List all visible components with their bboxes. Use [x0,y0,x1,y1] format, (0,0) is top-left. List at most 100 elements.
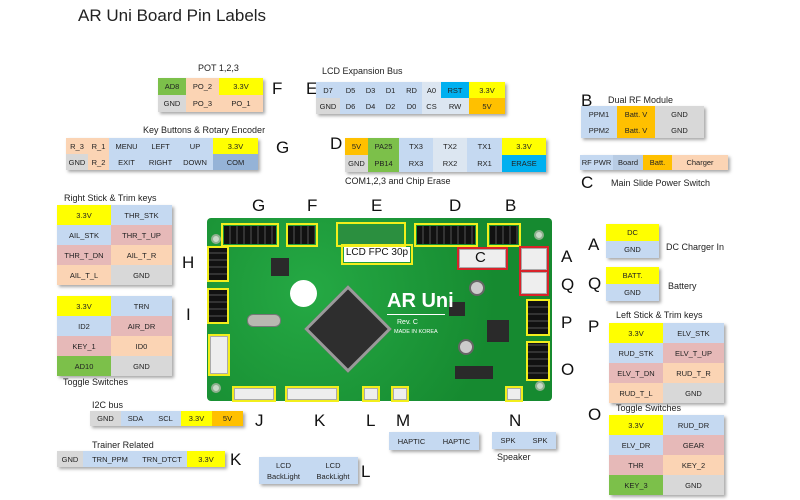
pin-label: D3 [361,82,380,98]
pin-label: THR_T_UP [111,225,172,245]
connector-letter-p: P [588,317,600,336]
pin-label: PB14 [368,155,399,172]
connector-letter-q: Q [588,274,602,293]
highlight-b [487,223,521,247]
header-p [528,301,548,334]
pin-label: RUD_DR [663,415,724,435]
highlight-n [505,386,523,402]
pin-label: D6 [340,98,361,114]
regulator [449,302,465,316]
pin-label: RUD_T_R [663,363,724,383]
pin-label: RUD_STK [609,343,663,363]
slide-switch [459,249,506,268]
pin-label: GND [111,265,172,285]
board-letter-g: G [252,196,266,215]
pin-label: TX1 [467,138,502,155]
board-letter-d: D [449,196,462,215]
pin-label: RST [441,82,469,98]
board-letter-o: O [561,360,575,379]
pin-label: GND [663,475,724,495]
pin-label: TRN_PPM [83,451,137,467]
pin-label: KEY_3 [609,475,663,495]
trainer-caption: Trainer Related [92,440,154,450]
pin-label: D1 [380,82,401,98]
pin-label: GND [158,95,186,112]
pin-label: ELV_T_DN [609,363,663,383]
pin-label: GND [655,106,704,122]
board-letter-c: C [475,249,486,266]
pin-label: 3.3V [187,451,225,467]
pin-label: 3.3V [469,82,505,98]
pin-label: GND [57,451,83,467]
highlight-d [414,223,478,247]
logo-underline [387,314,445,315]
header-f [288,226,315,244]
pin-label: EXIT [109,154,144,170]
highlight-side-connector [208,334,230,376]
pin-label: AIR_DR [111,316,172,336]
board-letter-m: M [396,411,411,430]
header-b [490,226,518,244]
rf-module-caption: Dual RF Module [608,95,674,105]
pin-label: HAPTIC [434,432,479,450]
pin-label: D4 [361,98,380,114]
pin-label: TX2 [433,138,467,155]
highlight-k [285,386,339,402]
mounting-hole [211,234,221,244]
pin-label: TRN [111,296,172,316]
pin-label: GND [316,98,340,114]
battery-caption: Battery [668,281,697,291]
pin-label: GND [606,241,659,258]
pin-label: 5V [469,98,505,114]
capacitor [458,339,474,355]
board-revision: Rev. C [397,319,418,326]
speaker-caption: Speaker [497,452,531,462]
header-e-pads [339,225,403,244]
eeprom-chip [271,258,289,276]
highlight-i [207,288,229,324]
lcd-expansion-caption: LCD Expansion Bus [322,66,403,76]
pin-label: GND [66,154,88,170]
pin-label: PO_1 [219,95,263,112]
pin-label: PPM1 [581,106,617,122]
connector-letter-a: A [588,235,600,254]
pin-row: GND [606,241,659,258]
battery-connector [521,272,547,294]
pin-label: RIGHT [144,154,177,170]
key-buttons-caption: Key Buttons & Rotary Encoder [143,125,266,135]
header-g [224,226,276,244]
pin-label: RX1 [467,155,502,172]
pin-label: RX2 [433,155,467,172]
pin-label: 3.3V [609,323,663,343]
pin-label: D0 [401,98,422,114]
highlight-fpc [341,244,413,265]
lcd-fpc-label: LCD FPC 30p [344,247,410,262]
board-white-dot [290,280,317,307]
pin-label: 3.3V [181,411,212,426]
highlight-j [232,386,276,402]
pin-label: CS [422,98,441,114]
highlight-g [221,223,279,247]
pin-label: PO_3 [186,95,219,112]
highlight-l [362,386,380,402]
pcb-board: LCD FPC 30p C AR Uni Rev. C MADE IN KORE… [207,218,552,402]
pin-label: SPK [524,432,556,449]
board-letter-l: L [366,411,376,430]
pin-row: GND [606,284,659,301]
pin-label: SDA [121,411,150,426]
pin-label: RUD_T_L [609,383,663,403]
